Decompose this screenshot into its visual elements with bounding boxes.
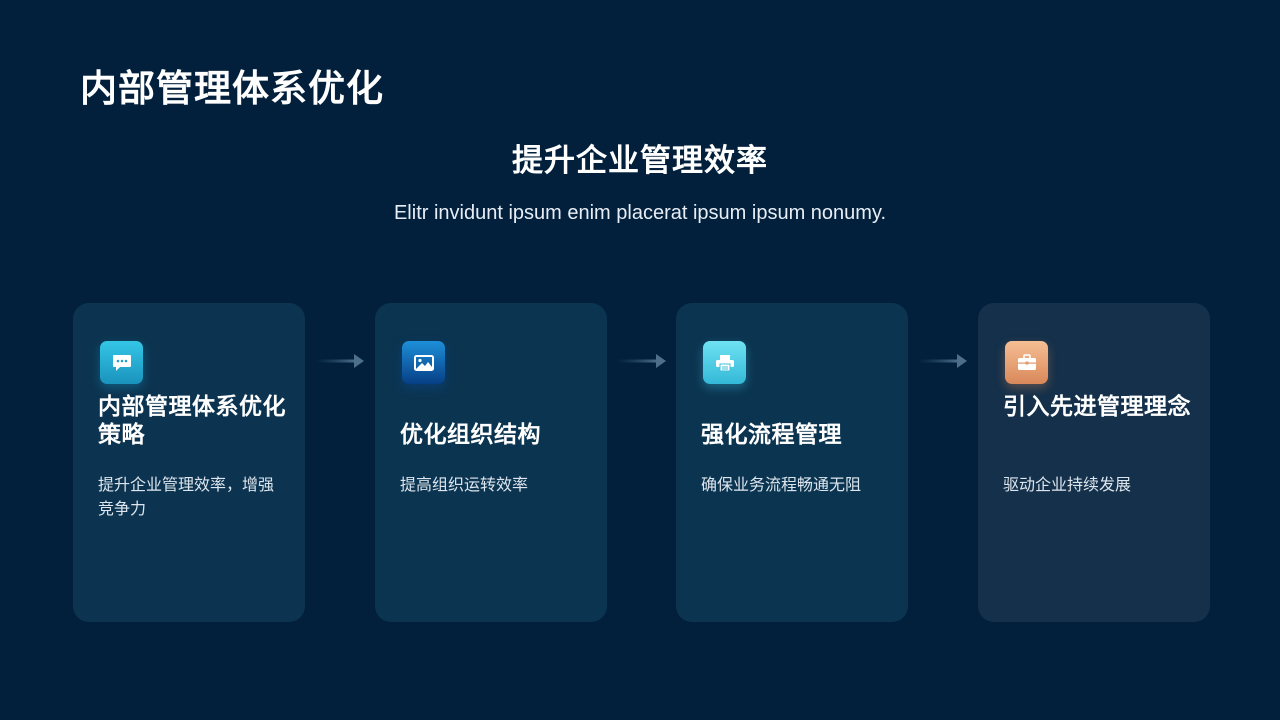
card-heading: 强化流程管理	[701, 422, 842, 448]
card-heading: 引入先进管理理念	[1003, 394, 1191, 420]
process-card: 强化流程管理 确保业务流程畅通无阻	[676, 303, 908, 622]
arrow-right-icon	[315, 354, 364, 368]
chat-bubble-icon	[100, 341, 143, 384]
card-description: 驱动企业持续发展	[1003, 475, 1132, 494]
section-subtitle: 提升企业管理效率	[512, 143, 768, 179]
organization-card: 优化组织结构 提高组织运转效率	[375, 303, 607, 622]
card-description: 提升企业管理效率，增强竞争力	[98, 475, 275, 518]
management-concept-card: 引入先进管理理念 驱动企业持续发展	[978, 303, 1210, 622]
page-title: 内部管理体系优化	[80, 67, 384, 110]
arrow-right-icon	[918, 354, 967, 368]
printer-icon	[703, 341, 746, 384]
strategy-card: 内部管理体系优化策略 提升企业管理效率，增强竞争力	[73, 303, 305, 622]
arrow-right-icon	[617, 354, 666, 368]
briefcase-icon	[1005, 341, 1048, 384]
card-description: 确保业务流程畅通无阻	[701, 475, 862, 494]
card-heading: 内部管理体系优化策略	[98, 394, 286, 448]
card-heading: 优化组织结构	[400, 422, 541, 448]
card-description: 提高组织运转效率	[400, 475, 529, 494]
image-icon	[402, 341, 445, 384]
section-description: Elitr invidunt ipsum enim placerat ipsum…	[393, 202, 887, 224]
